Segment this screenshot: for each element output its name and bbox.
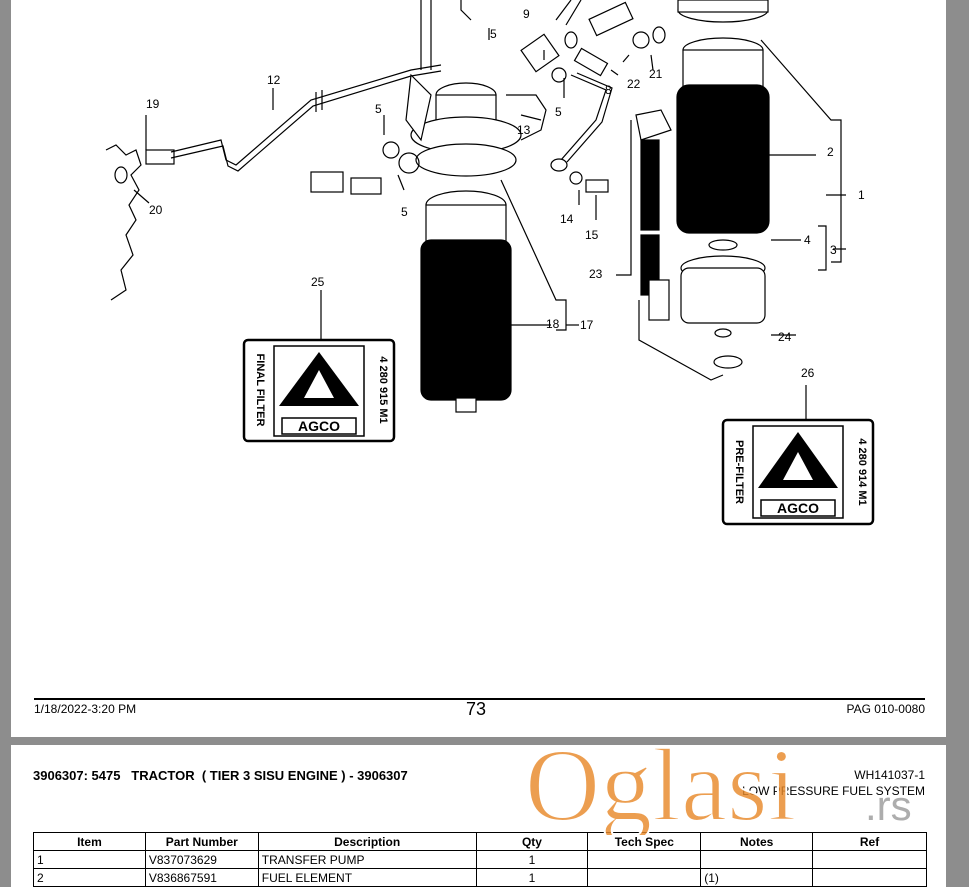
callout-5c: 5 (555, 105, 562, 119)
pre-decal-label: PRE-FILTER (733, 440, 745, 504)
page-number: 73 (466, 699, 487, 719)
cell-tech-spec (587, 850, 702, 869)
diagram-page: 9 5 22 21 12 19 5 5 8 13 2 1 20 5 14 15 … (11, 0, 946, 737)
col-item: Item (33, 832, 146, 851)
page-code: PAG 010-0080 (846, 702, 926, 716)
callout-26: 26 (801, 366, 815, 380)
final-decal-partno: 4 280 915 M1 (377, 356, 389, 423)
callout-23: 23 (589, 267, 603, 281)
document-code: WH141037-1 (854, 768, 925, 782)
callout-17: 17 (580, 318, 594, 332)
callout-22: 22 (627, 77, 641, 91)
footer-rule (34, 698, 925, 700)
final-decal-brand: AGCO (298, 418, 340, 434)
final-filter-decal: AGCO FINAL FILTER 4 280 915 M1 (242, 338, 396, 443)
cell-notes: (1) (700, 868, 814, 887)
col-notes: Notes (700, 832, 814, 851)
callout-21: 21 (649, 67, 663, 81)
callout-5b: 5 (375, 102, 382, 116)
cell-notes (700, 850, 814, 869)
scrollbar[interactable] (949, 0, 969, 887)
callout-9: 9 (523, 7, 530, 21)
callout-15: 15 (585, 228, 599, 242)
cell-qty: 1 (475, 850, 589, 869)
callout-5a: 5 (490, 27, 497, 41)
table-row: 2 V836867591 FUEL ELEMENT 1 (1) (33, 868, 927, 887)
callout-1: 1 (858, 188, 865, 202)
cell-qty: 1 (475, 868, 589, 887)
callout-24: 24 (778, 330, 792, 344)
callout-14: 14 (560, 212, 574, 226)
cell-ref (812, 868, 927, 887)
cell-description: TRANSFER PUMP (257, 850, 477, 869)
callout-18: 18 (546, 317, 560, 331)
cell-description: FUEL ELEMENT (257, 868, 477, 887)
callout-12: 12 (267, 73, 281, 87)
parts-table: Item Part Number Description Qty Tech Sp… (33, 832, 927, 887)
table-row: 1 V837073629 TRANSFER PUMP 1 (33, 850, 927, 869)
col-description: Description (257, 832, 477, 851)
callout-4: 4 (804, 233, 811, 247)
col-ref: Ref (812, 832, 927, 851)
cell-part-number: V836867591 (144, 868, 259, 887)
parts-list-page: 3906307: 5475 TRACTOR ( TIER 3 SISU ENGI… (11, 745, 946, 887)
cell-ref (812, 850, 927, 869)
callout-20: 20 (149, 203, 163, 217)
document-title: 3906307: 5475 TRACTOR ( TIER 3 SISU ENGI… (33, 768, 408, 783)
callout-2: 2 (827, 145, 834, 159)
pre-decal-partno: 4 280 914 M1 (856, 438, 868, 505)
svg-text:.rs: .rs (865, 782, 912, 829)
section-subtitle: LOW PRESSURE FUEL SYSTEM (742, 784, 925, 798)
callout-5d: 5 (401, 205, 408, 219)
cell-item: 2 (33, 868, 146, 887)
exploded-parts-diagram: 9 5 22 21 12 19 5 5 8 13 2 1 20 5 14 15 … (105, 0, 875, 526)
col-qty: Qty (475, 832, 589, 851)
callout-13: 13 (517, 123, 531, 137)
callout-25: 25 (311, 275, 325, 289)
callout-3: 3 (830, 243, 837, 257)
table-header-row: Item Part Number Description Qty Tech Sp… (33, 832, 927, 851)
cell-tech-spec (587, 868, 702, 887)
cell-item: 1 (33, 850, 146, 869)
callout-19: 19 (146, 97, 160, 111)
pre-decal-brand: AGCO (777, 500, 819, 516)
callout-8: 8 (605, 83, 612, 97)
pre-filter-decal: AGCO PRE-FILTER 4 280 914 M1 (721, 418, 875, 526)
col-part-number: Part Number (144, 832, 259, 851)
footer-date: 1/18/2022-3:20 PM (34, 702, 137, 716)
col-tech-spec: Tech Spec (587, 832, 702, 851)
svg-text:Oglasi: Oglasi (525, 728, 797, 835)
cell-part-number: V837073629 (144, 850, 259, 869)
final-decal-label: FINAL FILTER (254, 354, 266, 427)
oglasi-watermark: Oglasi .rs (524, 727, 912, 835)
